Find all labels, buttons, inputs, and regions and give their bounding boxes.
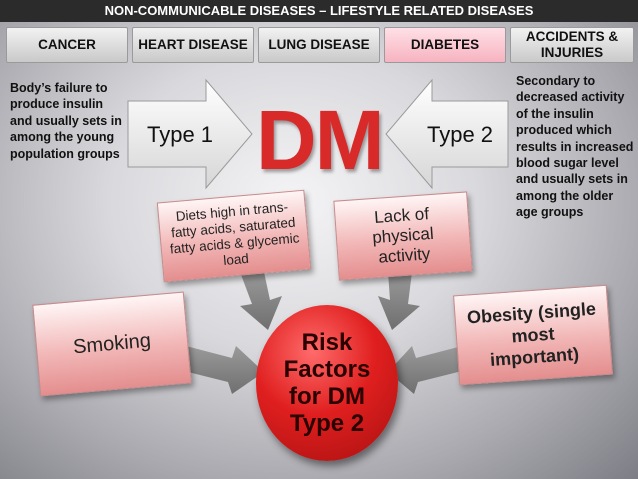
risk-factors-circle: Risk Factors for DM Type 2 <box>256 305 398 461</box>
dm-title: DM <box>256 93 385 187</box>
arrow-obesity-to-risk <box>388 346 466 394</box>
topic-tabs: CANCER HEART DISEASE LUNG DISEASE DIABET… <box>0 22 638 66</box>
type2-description: Secondary to decreased activity of the i… <box>516 74 634 220</box>
tab-accidents-injuries[interactable]: ACCIDENTS & INJURIES <box>510 27 634 63</box>
risk-card-physical-activity: Lack of physical activity <box>333 191 473 281</box>
type2-arrow <box>385 78 509 190</box>
arrow-activity-to-risk <box>378 272 420 330</box>
type1-arrow <box>127 78 253 190</box>
slide-header: NON-COMMUNICABLE DISEASES – LIFESTYLE RE… <box>0 0 638 22</box>
arrow-diet-to-risk <box>240 272 282 330</box>
tab-lung-disease[interactable]: LUNG DISEASE <box>258 27 380 63</box>
risk-card-smoking: Smoking <box>32 291 192 397</box>
tab-cancer[interactable]: CANCER <box>6 27 128 63</box>
tab-diabetes[interactable]: DIABETES <box>384 27 506 63</box>
type2-label: Type 2 <box>427 122 494 147</box>
type1-description: Body’s failure to produce insulin and us… <box>10 81 122 161</box>
tab-heart-disease[interactable]: HEART DISEASE <box>132 27 254 63</box>
risk-card-diet: Diets high in trans-fatty acids, saturat… <box>156 189 312 283</box>
type1-label: Type 1 <box>147 122 214 147</box>
risk-factors-label: Risk Factors for DM Type 2 <box>283 329 371 437</box>
arrow-smoking-to-risk <box>180 346 264 394</box>
risk-card-obesity: Obesity (single most important) <box>453 284 613 386</box>
